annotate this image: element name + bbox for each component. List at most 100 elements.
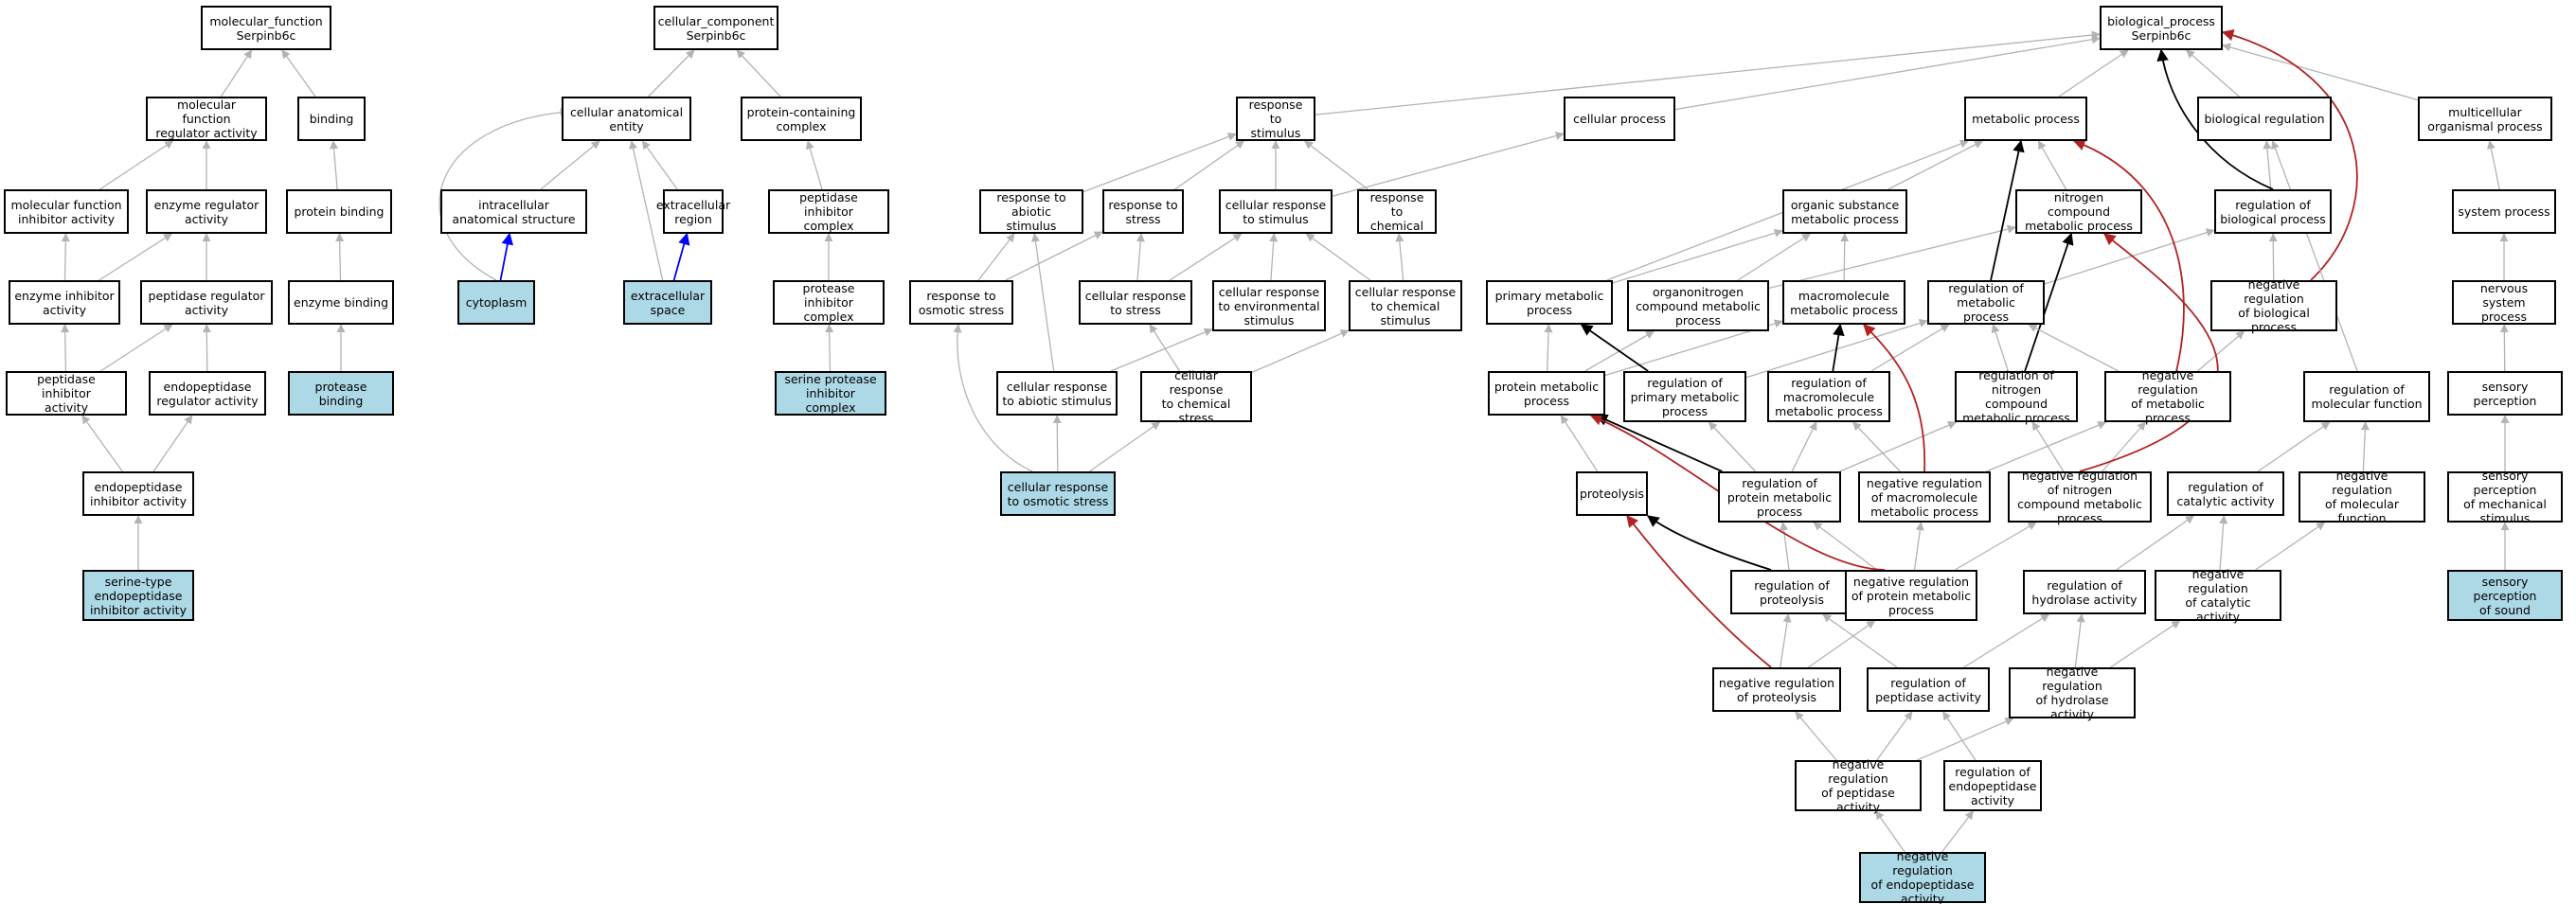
edge-nrpa-to-nrha [1917, 718, 2014, 761]
node-crtes[interactable]: cellular response to environmental stimu… [1212, 280, 1326, 331]
edge-nrbp-to-rbp [2268, 233, 2278, 281]
node-pic[interactable]: peptidase inhibitor complex [768, 189, 889, 234]
node-sperc[interactable]: sensory perception [2447, 371, 2563, 416]
node-rtos[interactable]: response to osmotic stress [909, 280, 1013, 325]
node-nrepa[interactable]: negative regulation of endopeptidase act… [1859, 849, 1986, 904]
node-oncmp[interactable]: organonitrogen compound metabolic proces… [1627, 280, 1769, 331]
node-protbind[interactable]: protease binding [288, 371, 394, 416]
node-nsp[interactable]: nervous system process [2452, 280, 2556, 325]
node-proteolysis[interactable]: proteolysis [1576, 471, 1648, 516]
node-nrpa[interactable]: negative regulation of peptidase activit… [1795, 757, 1922, 814]
node-rpmp[interactable]: regulation of primary metabolic process [1623, 371, 1746, 422]
edge-pbind-to-binding [330, 140, 339, 190]
node-repa[interactable]: regulation of endopeptidase activity [1943, 760, 2042, 811]
node-stepia[interactable]: serine-type endopeptidase inhibitor acti… [82, 570, 194, 621]
edge-mp-to-bp [2058, 49, 2129, 97]
node-rprotmp[interactable]: regulation of protein metabolic process [1718, 471, 1841, 523]
node-nrprot[interactable]: negative regulation of proteolysis [1712, 667, 1841, 712]
node-pbind[interactable]: protein binding [286, 189, 392, 234]
edge-crtcs-to-crts [1305, 233, 1371, 281]
node-protmp[interactable]: protein metabolic process [1488, 371, 1605, 416]
node-nrmp[interactable]: negative regulation of metabolic process [2104, 368, 2231, 425]
node-crts[interactable]: cellular response to stimulus [1219, 189, 1333, 234]
edge-spic-to-protic [825, 324, 834, 372]
node-mfra[interactable]: molecular function regulator activity [146, 97, 267, 141]
edge-rbp-to-bp [2156, 48, 2274, 190]
edge-rpa-to-rprot [1822, 613, 1898, 668]
edge-nrepa-to-repa [1941, 810, 1974, 853]
node-eia[interactable]: enzyme inhibitor activity [9, 280, 120, 325]
node-rts[interactable]: response to stimulus [1236, 97, 1315, 141]
edge-rtos-to-rtas [977, 233, 1015, 281]
edge-crtos-to-crtas [1052, 415, 1062, 472]
node-epra[interactable]: endopeptidase regulator activity [149, 371, 266, 416]
edge-rtc-to-rts [1303, 140, 1368, 190]
node-rmp[interactable]: regulation of metabolic process [1927, 280, 2045, 325]
node-nrmmp[interactable]: negative regulation of macromolecule met… [1858, 471, 1991, 523]
node-rca[interactable]: regulation of catalytic activity [2167, 471, 2284, 516]
node-mf[interactable]: molecular_function Serpinb6c [201, 6, 331, 50]
node-rtas[interactable]: response to abiotic stimulus [979, 189, 1083, 234]
node-pmp[interactable]: primary metabolic process [1486, 280, 1613, 325]
node-spic[interactable]: serine protease inhibitor complex [775, 371, 886, 416]
edge-rprotmp-to-rncmp [1839, 421, 1958, 472]
node-rmf[interactable]: regulation of molecular function [2303, 371, 2430, 422]
node-nrha[interactable]: negative regulation of hydrolase activit… [2009, 665, 2136, 721]
node-rncmp[interactable]: regulation of nitrogen compound metaboli… [1955, 368, 2078, 425]
node-era[interactable]: enzyme regulator activity [146, 189, 267, 234]
node-mcop[interactable]: multicellular organismal process [2418, 97, 2552, 141]
edge-eia-to-era [98, 233, 173, 281]
node-nrncmp[interactable]: negative regulation of nitrogen compound… [2008, 469, 2152, 525]
node-rtc[interactable]: response to chemical [1357, 189, 1437, 234]
node-rtst[interactable]: response to stress [1102, 189, 1184, 234]
node-crtas[interactable]: cellular response to abiotic stimulus [996, 371, 1118, 416]
node-mfia[interactable]: molecular function inhibitor activity [4, 189, 129, 234]
edge-rca-to-rmf [2257, 421, 2331, 472]
edge-pmp-to-osmp [1612, 228, 1783, 284]
node-spms[interactable]: sensory perception of mechanical stimulu… [2447, 469, 2563, 525]
node-cp[interactable]: cellular process [1564, 97, 1675, 141]
node-sps[interactable]: sensory perception of sound [2447, 570, 2563, 621]
node-rmmp[interactable]: regulation of macromolecule metabolic pr… [1767, 371, 1890, 422]
node-pra[interactable]: peptidase regulator activity [140, 280, 273, 325]
edge-rprot-to-proteolysis [1646, 515, 1772, 571]
node-ecs[interactable]: extracellular space [623, 280, 712, 325]
node-ecr[interactable]: extracellular region [656, 189, 730, 234]
node-mmp[interactable]: macromolecule metabolic process [1782, 280, 1905, 325]
node-sp[interactable]: system process [2452, 189, 2556, 234]
node-br[interactable]: biological regulation [2197, 97, 2332, 141]
node-rha[interactable]: regulation of hydrolase activity [2023, 570, 2146, 614]
node-nrmf[interactable]: negative regulation of molecular functio… [2299, 469, 2425, 525]
node-crtcs[interactable]: cellular response to chemical stimulus [1349, 280, 1462, 331]
node-ias[interactable]: intracellular anatomical structure [440, 189, 587, 234]
node-rprot[interactable]: regulation of proteolysis [1730, 570, 1853, 614]
node-crtst[interactable]: cellular response to stress [1079, 280, 1192, 325]
node-bp[interactable]: biological_process Serpinb6c [2100, 6, 2223, 50]
node-pcc[interactable]: protein-containing complex [741, 97, 862, 141]
node-nrca[interactable]: negative regulation of catalytic activit… [2155, 567, 2281, 624]
node-protic[interactable]: protease inhibitor complex [773, 280, 885, 325]
edge-nrmmp-to-rmmp [1852, 421, 1901, 472]
edge-rmmp-to-rmp [1870, 324, 1950, 372]
node-rbp[interactable]: regulation of biological process [2214, 189, 2332, 234]
edge-epia-to-pia [81, 415, 123, 472]
edge-rts-to-bp [1315, 30, 2101, 115]
node-osmp[interactable]: organic substance metabolic process [1782, 189, 1907, 234]
edge-rmmp-to-mmp [1832, 323, 1845, 372]
node-pia[interactable]: peptidase inhibitor activity [6, 371, 127, 416]
node-cc[interactable]: cellular_component Serpinb6c [653, 6, 778, 50]
node-cae[interactable]: cellular anatomical entity [562, 97, 691, 141]
node-rpa[interactable]: regulation of peptidase activity [1867, 667, 1990, 712]
node-crtos[interactable]: cellular response to osmotic stress [1000, 471, 1116, 516]
node-crtchst[interactable]: cellular response to chemical stress [1140, 368, 1252, 425]
node-binding[interactable]: binding [297, 97, 366, 141]
node-nrprotmp[interactable]: negative regulation of protein metabolic… [1845, 570, 1977, 621]
edge-mfia-to-mfra [99, 140, 174, 190]
node-mp[interactable]: metabolic process [1964, 97, 2087, 141]
node-nrbp[interactable]: negative regulation of biological proces… [2210, 277, 2337, 334]
edge-pcc-to-cc [736, 49, 781, 97]
node-epia[interactable]: endopeptidase inhibitor activity [82, 471, 194, 516]
node-ebind[interactable]: enzyme binding [288, 280, 394, 325]
node-ncmp[interactable]: nitrogen compound metabolic process [2015, 189, 2142, 234]
node-cyto[interactable]: cytoplasm [457, 280, 535, 325]
